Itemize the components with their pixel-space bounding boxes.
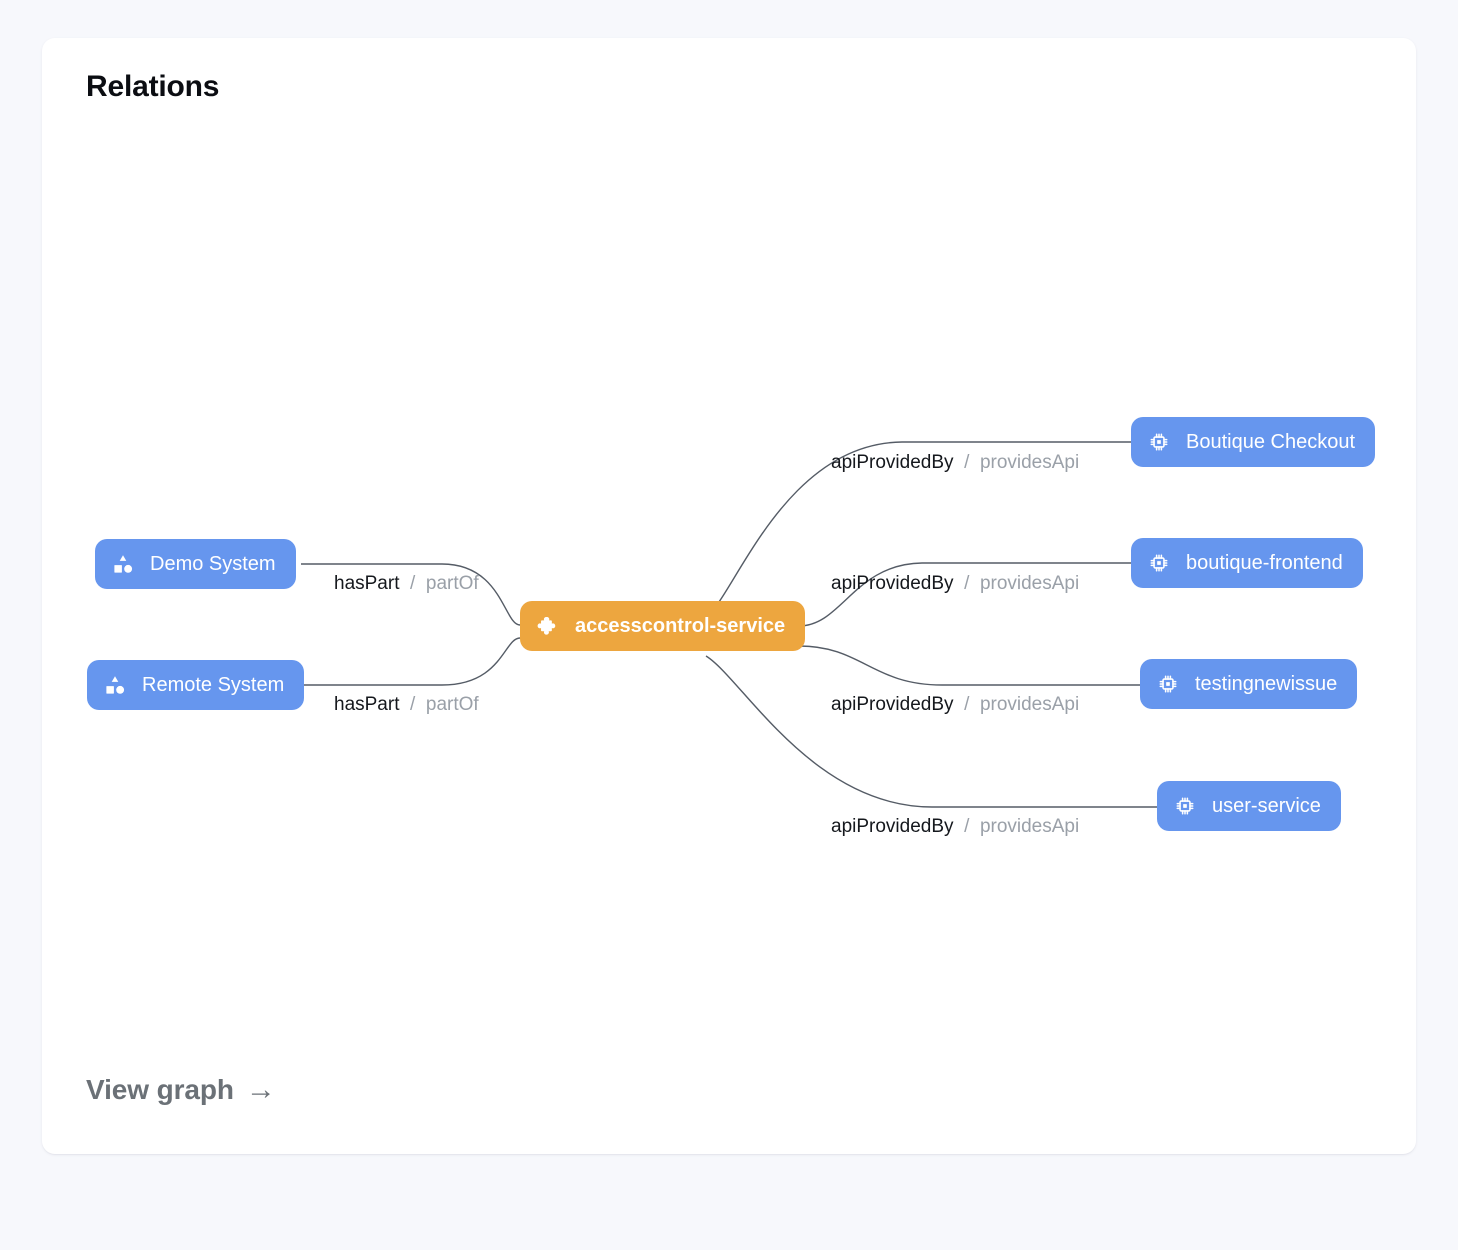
- edge-label-backward: providesApi: [979, 573, 1080, 594]
- edge-label-separator: /: [958, 452, 975, 473]
- edge-label-boutique-checkout-apiprovidedby: apiProvidedBy / providesApi: [831, 453, 1079, 472]
- relations-graph[interactable]: Demo System Remote System: [42, 38, 1416, 1154]
- edge-label-remote-system-haspart: hasPart / partOf: [334, 695, 479, 714]
- graph-node-demo-system[interactable]: Demo System: [95, 539, 296, 589]
- edge-label-backward: partOf: [425, 694, 479, 715]
- graph-node-label: Remote System: [142, 674, 285, 696]
- edge-label-separator: /: [958, 816, 975, 837]
- edge-label-user-service-apiprovidedby: apiProvidedBy / providesApi: [831, 817, 1079, 836]
- shapes-category-icon: [104, 674, 126, 696]
- edge-label-separator: /: [404, 694, 421, 715]
- edge-label-forward: hasPart: [334, 694, 400, 715]
- arrow-right-icon: →: [245, 1073, 276, 1106]
- cpu-chip-icon: [1174, 795, 1196, 817]
- edge-accesscontrol-service-to-testingnewissue: [798, 645, 1140, 686]
- edge-label-backward: providesApi: [979, 694, 1080, 715]
- edge-label-forward: hasPart: [334, 573, 400, 594]
- edge-label-separator: /: [958, 573, 975, 594]
- edge-label-forward: apiProvidedBy: [831, 816, 954, 837]
- cpu-chip-icon: [1157, 673, 1179, 695]
- edge-label-backward: providesApi: [979, 452, 1080, 473]
- edge-remote-system-to-accesscontrol-service: [301, 637, 521, 686]
- graph-node-boutique-frontend[interactable]: boutique-frontend: [1131, 538, 1363, 588]
- cpu-chip-icon: [1148, 552, 1170, 574]
- edge-label-boutique-frontend-apiprovidedby: apiProvidedBy / providesApi: [831, 574, 1079, 593]
- edge-label-separator: /: [958, 694, 975, 715]
- edge-label-forward: apiProvidedBy: [831, 573, 954, 594]
- edge-label-forward: apiProvidedBy: [831, 694, 954, 715]
- page-title: Relations: [86, 70, 220, 103]
- puzzle-piece-icon: [537, 615, 559, 637]
- graph-edges: [301, 441, 1157, 808]
- edge-label-testingnewissue-apiprovidedby: apiProvidedBy / providesApi: [831, 695, 1079, 714]
- graph-node-label: accesscontrol-service: [575, 615, 786, 637]
- graph-node-label: user-service: [1212, 795, 1321, 817]
- edge-label-forward: apiProvidedBy: [831, 452, 954, 473]
- view-graph-link[interactable]: View graph →: [86, 1074, 276, 1106]
- edge-label-demo-system-haspart: hasPart / partOf: [334, 574, 479, 593]
- graph-node-label: boutique-frontend: [1186, 552, 1343, 574]
- graph-node-testingnewissue[interactable]: testingnewissue: [1140, 659, 1358, 709]
- edge-demo-system-to-accesscontrol-service: [301, 563, 521, 626]
- graph-node-remote-system[interactable]: Remote System: [87, 660, 305, 710]
- edge-label-backward: providesApi: [979, 816, 1080, 837]
- graph-node-boutique-checkout[interactable]: Boutique Checkout: [1131, 417, 1376, 467]
- view-graph-label: View graph: [86, 1074, 234, 1105]
- cpu-chip-icon: [1148, 431, 1170, 453]
- graph-node-label: Boutique Checkout: [1186, 431, 1356, 453]
- shapes-category-icon: [112, 553, 134, 575]
- graph-node-user-service[interactable]: user-service: [1157, 781, 1341, 831]
- edge-label-backward: partOf: [425, 573, 479, 594]
- edge-accesscontrol-service-to-user-service: [705, 655, 1157, 808]
- edge-accesscontrol-service-to-boutique-frontend: [798, 562, 1132, 627]
- relations-card: Relations: [42, 38, 1416, 1154]
- edge-label-separator: /: [404, 573, 421, 594]
- graph-node-label: testingnewissue: [1195, 673, 1338, 695]
- graph-node-accesscontrol-service[interactable]: accesscontrol-service: [520, 601, 806, 651]
- graph-node-label: Demo System: [150, 553, 276, 575]
